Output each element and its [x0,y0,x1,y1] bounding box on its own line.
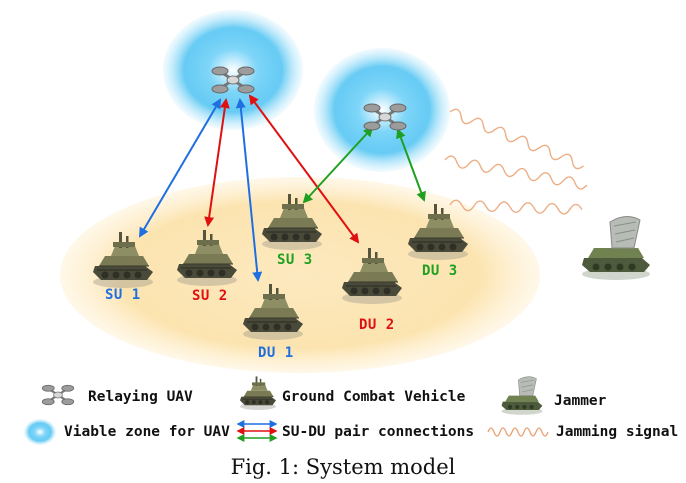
link-su3-uav [302,126,374,204]
label-du3: DU 3 [422,263,458,279]
legend-pair-connections: SU-DU pair connections [282,424,475,440]
legend-jamming-signal: Jamming signal [556,424,679,440]
jammer-icon [501,376,543,416]
label-su3: SU 3 [277,252,313,268]
figure-caption: Fig. 1: System model [230,455,456,479]
viable-zone-uav-2 [314,48,450,172]
legend-jammer: Jammer [554,393,607,409]
viable-zone-legend-icon [24,419,56,445]
uav-icon [41,384,75,406]
label-su2: SU 2 [192,288,228,304]
jammer-icon [581,215,651,281]
jamming-signal [444,108,588,215]
label-su1: SU 1 [105,287,141,303]
legend-relaying-uav: Relaying UAV [88,389,193,405]
legend-ground-vehicle: Ground Combat Vehicle [282,389,466,405]
label-du2: DU 2 [359,317,395,333]
legend-jamming-wave [487,427,549,437]
viable-zone-uav-1 [163,10,303,130]
legend-viable-zone: Viable zone for UAV [64,424,230,440]
label-du1: DU 1 [258,345,294,361]
link-su2-uav [204,98,230,227]
tank-icon [239,376,277,411]
link-uav-du3 [396,128,426,202]
